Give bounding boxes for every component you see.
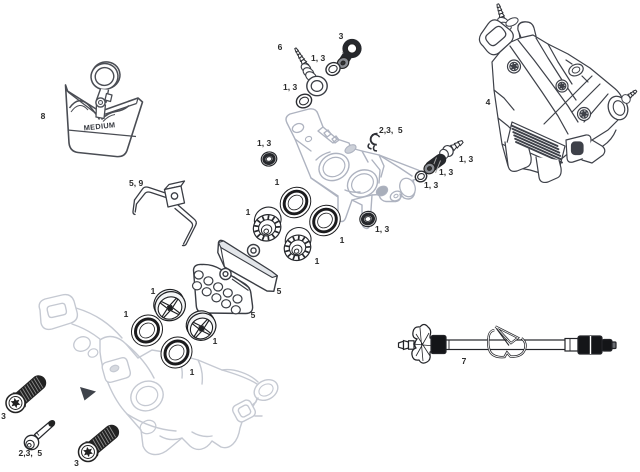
svg-text:2,3, 5: 2,3, 5 [19,448,43,458]
svg-text:3: 3 [1,411,6,421]
svg-text:1: 1 [151,286,156,296]
svg-text:1: 1 [275,177,280,187]
svg-text:5: 5 [251,310,256,320]
svg-text:5, 9: 5, 9 [129,178,143,188]
svg-text:7: 7 [462,356,467,366]
svg-text:2,3, 5: 2,3, 5 [379,125,403,135]
svg-text:1, 3: 1, 3 [375,224,389,234]
svg-text:1, 3: 1, 3 [311,53,325,63]
svg-text:1: 1 [213,336,218,346]
svg-text:1, 3: 1, 3 [424,180,438,190]
svg-text:1: 1 [124,309,129,319]
svg-text:5: 5 [277,286,282,296]
svg-text:1: 1 [246,207,251,217]
svg-text:8: 8 [41,111,46,121]
svg-text:3: 3 [339,31,344,41]
svg-text:1, 3: 1, 3 [257,138,271,148]
svg-text:1: 1 [340,235,345,245]
svg-text:MEDIUM: MEDIUM [83,120,116,132]
svg-text:1, 3: 1, 3 [439,167,453,177]
svg-text:3: 3 [74,458,79,468]
svg-text:1, 3: 1, 3 [283,82,297,92]
svg-text:1: 1 [190,367,195,377]
svg-text:1: 1 [315,256,320,266]
svg-text:1, 3: 1, 3 [459,154,473,164]
svg-text:4: 4 [486,97,491,107]
svg-text:6: 6 [278,42,283,52]
